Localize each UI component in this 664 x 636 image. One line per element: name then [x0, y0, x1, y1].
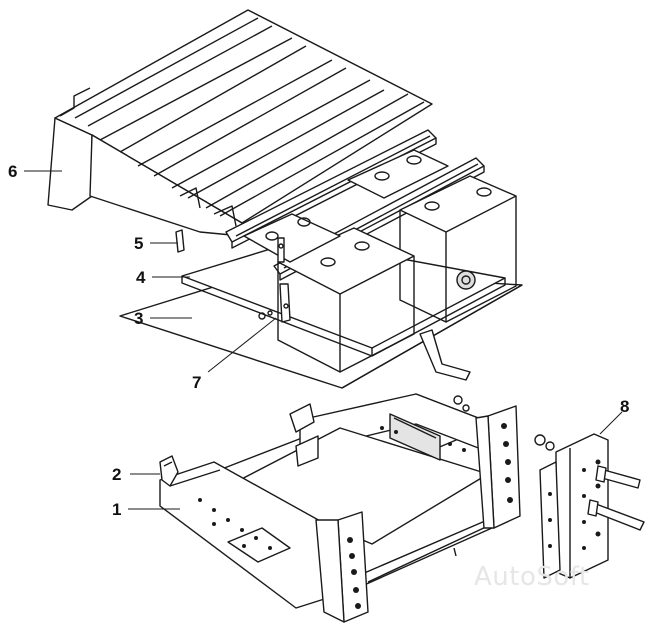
watermark: AutoSoft [474, 562, 590, 592]
ground-strap [419, 329, 471, 381]
battery-rear [399, 175, 517, 323]
bracket-bolt-upper [595, 465, 641, 489]
battery-cover [47, 9, 433, 237]
callout-1: 1 [112, 500, 122, 519]
hold-down-bolt [258, 283, 291, 323]
callout-6: 6 [8, 162, 18, 181]
hold-down-rail-rear [225, 129, 437, 249]
callout-3: 3 [134, 309, 144, 328]
cover-clip [175, 229, 285, 263]
callout-2: 2 [112, 465, 122, 484]
callout-7: 7 [192, 373, 202, 392]
battery-box-frame [159, 393, 521, 623]
callout-8: 8 [620, 397, 630, 416]
battery-left [243, 213, 341, 263]
bracket-bolt-lower [587, 499, 645, 531]
leader-lines [24, 170, 623, 510]
side-mounting-bracket [539, 433, 609, 579]
battery-front [277, 227, 415, 373]
battery-middle [347, 149, 449, 199]
mounting-nuts [453, 395, 555, 451]
callout-5: 5 [134, 234, 144, 253]
callout-4: 4 [136, 268, 146, 287]
frame-latch [159, 455, 179, 487]
